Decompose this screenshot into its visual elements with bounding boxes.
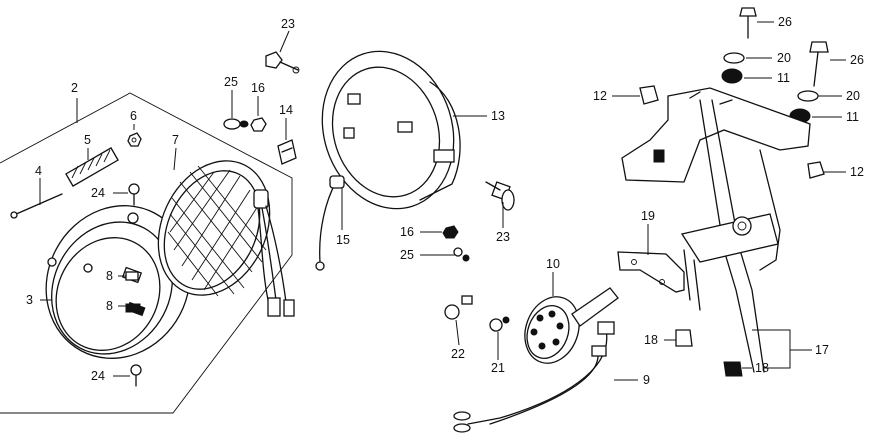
callout-23-mid: 23 <box>496 230 510 244</box>
callout-15: 15 <box>336 233 350 247</box>
callout-9: 9 <box>643 373 650 387</box>
callout-labels: 2 3 4 5 6 7 8 8 24 24 25 16 14 23 13 15 … <box>26 15 864 387</box>
callout-22: 22 <box>451 347 465 361</box>
callout-20-mid: 20 <box>846 89 860 103</box>
bolt-part-26-mid <box>809 41 829 87</box>
callout-12-right: 12 <box>850 165 864 179</box>
callout-2: 2 <box>71 81 78 95</box>
washer-part-25-top <box>223 118 249 130</box>
bolt-part-26-top <box>739 7 757 39</box>
callout-14: 14 <box>279 103 293 117</box>
grommet-part-12-top <box>639 85 659 105</box>
headlight-stay-group <box>617 7 829 377</box>
headlight-stay-part-17 <box>621 87 811 373</box>
washer-part-20-top <box>723 52 745 64</box>
callout-20-top: 20 <box>777 51 791 65</box>
washer-part-25-mid <box>453 247 470 262</box>
callout-18-mid: 18 <box>644 333 658 347</box>
group-2-bracket <box>0 92 293 414</box>
headlight-case-part-13 <box>315 50 461 271</box>
bolt-part-24-upper <box>128 183 140 206</box>
callout-8-lower: 8 <box>106 299 113 313</box>
horn-group <box>444 287 619 433</box>
callout-6: 6 <box>130 109 137 123</box>
callout-21: 21 <box>491 361 505 375</box>
spring-part-5 <box>65 147 119 187</box>
adjusting-screw-part-4 <box>10 193 63 219</box>
case-hardware-group <box>223 51 300 165</box>
mount-hardware-group <box>442 181 515 262</box>
callout-4: 4 <box>35 164 42 178</box>
grommet-part-18-mid <box>675 329 693 347</box>
headlight-assembly-group <box>0 92 295 414</box>
callout-19: 19 <box>641 209 655 223</box>
screw-part-8-upper <box>125 271 139 281</box>
nut-part-6 <box>127 132 142 147</box>
bolt-part-24-lower <box>130 364 142 387</box>
nut-part-16-mid <box>442 225 459 239</box>
plate-part-19 <box>617 251 685 293</box>
callout-10: 10 <box>546 257 560 271</box>
washer-part-20-mid <box>797 90 819 102</box>
bolt-part-23-mid <box>485 181 515 211</box>
callout-11-mid: 11 <box>846 110 859 124</box>
callout-16-mid: 16 <box>400 225 414 239</box>
callout-23-top: 23 <box>281 17 295 31</box>
callout-26-mid: 26 <box>850 53 864 67</box>
callout-25-mid: 25 <box>400 248 414 262</box>
callout-8-upper: 8 <box>106 269 113 283</box>
callout-24-upper: 24 <box>91 186 105 200</box>
callout-16-top: 16 <box>251 81 265 95</box>
headlight-case-part-3 <box>45 205 191 359</box>
wire-part-15 <box>315 175 345 271</box>
callout-12-left: 12 <box>593 89 607 103</box>
bolt-part-21 <box>489 316 510 332</box>
callout-5: 5 <box>84 133 91 147</box>
callout-7: 7 <box>172 133 179 147</box>
leader-lines <box>39 21 846 381</box>
callout-3: 3 <box>26 293 33 307</box>
callout-11-top: 11 <box>777 71 790 85</box>
horn-part-10 <box>524 287 619 364</box>
callout-26-top: 26 <box>778 15 792 29</box>
clip-part-14 <box>277 139 297 165</box>
screw-part-8-lower <box>125 303 141 313</box>
callout-18-low: 18 <box>755 361 769 375</box>
grommet-part-12-right <box>807 161 825 179</box>
cushion-part-11-top <box>721 68 743 84</box>
callout-13: 13 <box>491 109 505 123</box>
callout-25-top: 25 <box>224 75 238 89</box>
callout-24-lower: 24 <box>91 369 105 383</box>
bolt-part-22 <box>444 295 473 320</box>
wire-harness-part-9 <box>453 321 615 433</box>
grommet-part-18-low <box>723 361 743 377</box>
nut-part-16-top <box>250 117 267 132</box>
sealed-beam-unit-part-7 <box>157 160 295 317</box>
bolt-part-23-top <box>265 51 300 74</box>
callout-17: 17 <box>815 343 829 357</box>
